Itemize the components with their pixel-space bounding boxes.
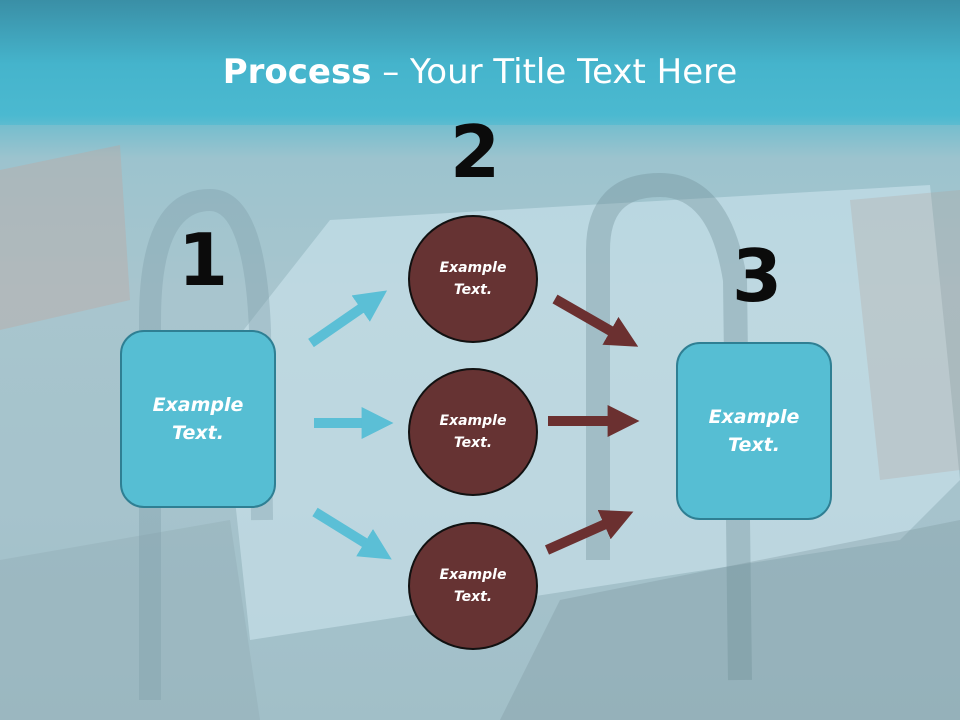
step-2-circle-bottom: Example Text.	[408, 522, 538, 650]
step-3-box: Example Text.	[676, 342, 832, 520]
step-2-circle-top: Example Text.	[408, 215, 538, 343]
step-1-box: Example Text.	[120, 330, 276, 508]
slide-title: Process – Your Title Text Here	[0, 52, 960, 92]
step-number-2: 2	[450, 110, 501, 194]
step-2-circle-middle: Example Text.	[408, 368, 538, 496]
title-bold: Process	[222, 52, 372, 92]
title-rest: – Your Title Text Here	[371, 52, 738, 92]
step-number-3: 3	[732, 234, 783, 318]
step-number-1: 1	[178, 218, 229, 302]
